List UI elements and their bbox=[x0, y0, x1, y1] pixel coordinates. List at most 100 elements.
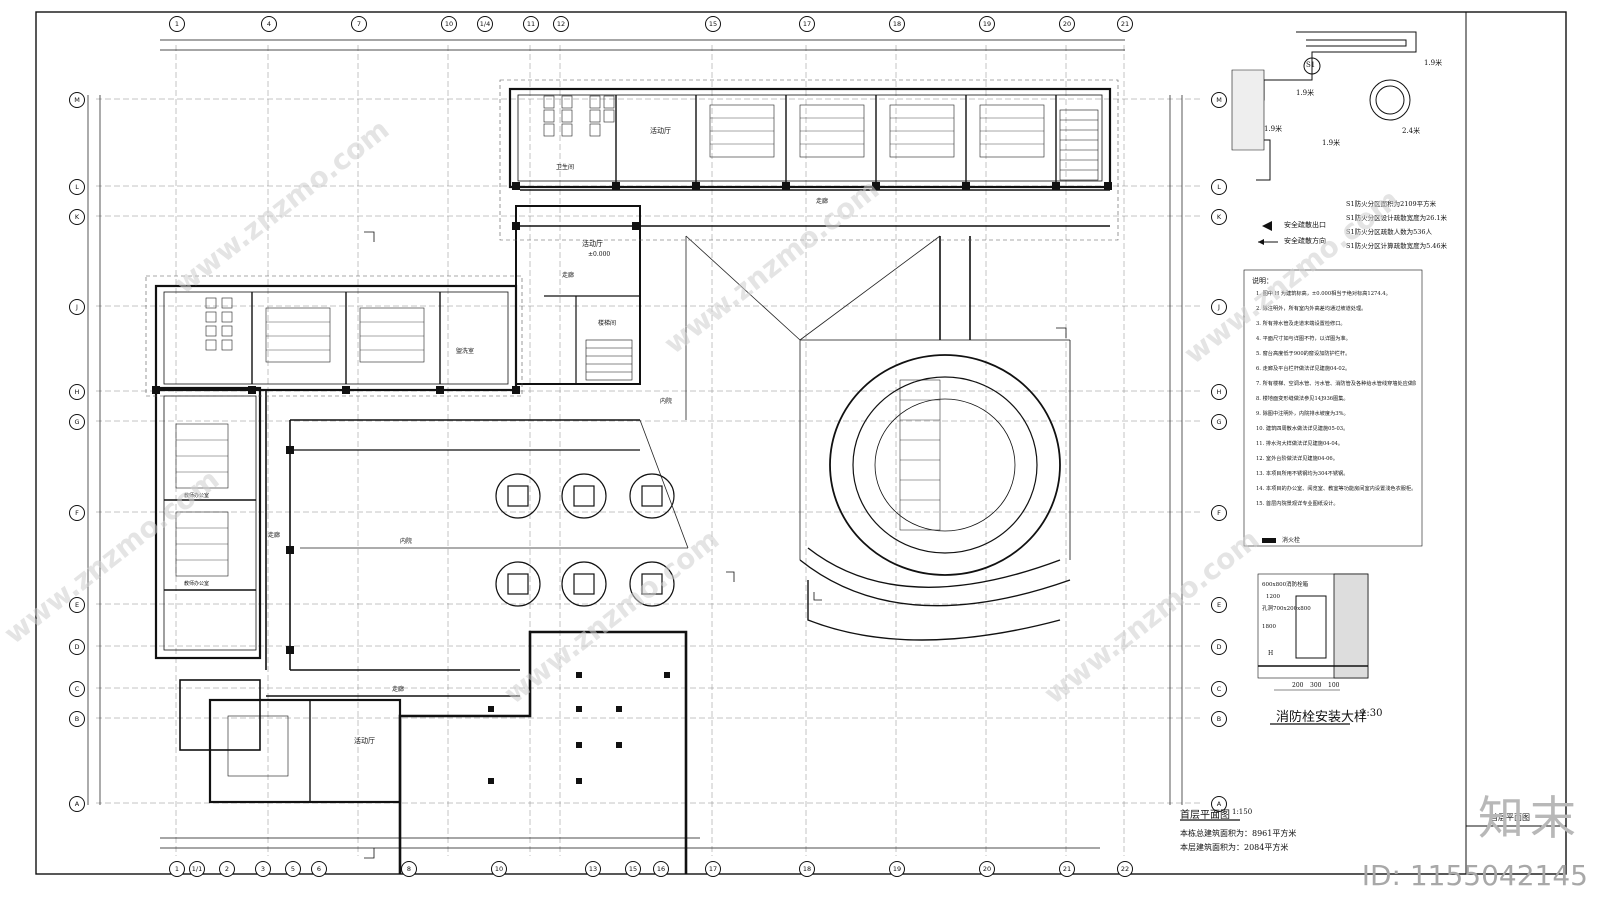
axis-top-1: 4 bbox=[261, 16, 277, 32]
axis-left-J: J bbox=[69, 299, 85, 315]
detail-title: 消防栓安装大样 bbox=[1276, 710, 1368, 725]
axis-left-D: D bbox=[69, 639, 85, 655]
zone-dim-3: 1.9米 bbox=[1264, 125, 1283, 133]
axis-top-8: 17 bbox=[799, 16, 815, 32]
room-activity-hall-south: 活动厅 bbox=[354, 737, 375, 745]
note-line: 2. 除注明外，所有室内外高差均通过坡道处理。 bbox=[1256, 306, 1367, 312]
note-line: 4. 平面尺寸如与详图不符，以详图为准。 bbox=[1256, 336, 1351, 342]
section-markers bbox=[364, 231, 1067, 859]
legend-note-1: S1防火分区面积为2109平方米 bbox=[1346, 200, 1437, 208]
axis-bottom-16: 22 bbox=[1117, 861, 1133, 877]
axis-top-5: 11 bbox=[523, 16, 539, 32]
axis-bottom-15: 21 bbox=[1059, 861, 1075, 877]
note-line: 13. 本项目所用不锈钢均为304不锈钢。 bbox=[1256, 471, 1349, 477]
legend-note-4: S1防火分区计算疏散宽度为5.46米 bbox=[1346, 242, 1448, 250]
room-elevation-central: ±0.000 bbox=[588, 251, 611, 258]
legend-note-2: S1防火分区设计疏散宽度为26.1米 bbox=[1346, 214, 1448, 222]
note-line: 5. 窗台高度低于900的窗设加防护栏杆。 bbox=[1256, 351, 1351, 357]
note-line: 8. 楼地面变形缝做法参见14J936图集。 bbox=[1256, 396, 1349, 402]
zone-dim-2: 1.9米 bbox=[1296, 89, 1315, 97]
north-classroom-desks bbox=[709, 104, 1045, 158]
zone-label: S1 bbox=[1306, 61, 1316, 69]
axis-bottom-13: 19 bbox=[889, 861, 905, 877]
room-office-1: 教师办公室 bbox=[184, 493, 210, 499]
room-corridor-west: 走廊 bbox=[268, 532, 281, 539]
note-line: 6. 走廊及平台栏杆做法详见建施04-02。 bbox=[1256, 366, 1351, 372]
axis-right-H: H bbox=[1211, 384, 1227, 400]
note-line: 1. 图中 H 为建筑标高，±0.000相当于绝对标高1274.4。 bbox=[1256, 291, 1391, 297]
axis-left-L: L bbox=[69, 179, 85, 195]
axis-right-C: C bbox=[1211, 681, 1227, 697]
west-toilets bbox=[205, 297, 233, 351]
axis-bottom-11: 17 bbox=[705, 861, 721, 877]
axis-top-10: 19 bbox=[979, 16, 995, 32]
axis-bottom-9: 15 bbox=[625, 861, 641, 877]
detail-label-hole: 孔洞700x200x800 bbox=[1262, 606, 1311, 612]
axis-top-2: 7 bbox=[351, 16, 367, 32]
note-line: 12. 室外台阶做法详见建施04-06。 bbox=[1256, 456, 1338, 462]
hydrant-detail-drawing bbox=[1257, 573, 1369, 691]
axis-bottom-5: 6 bbox=[311, 861, 327, 877]
south-podium bbox=[398, 630, 688, 874]
axis-left-H: H bbox=[69, 384, 85, 400]
room-courtyard-west: 内院 bbox=[400, 538, 413, 545]
drawing-total-area: 本栋总建筑面积为：8961平方米 bbox=[1180, 829, 1297, 838]
axis-right-K: K bbox=[1211, 209, 1227, 225]
axis-top-0: 1 bbox=[169, 16, 185, 32]
sheet-title: 首层平面图 bbox=[1490, 813, 1530, 822]
note-line: 14. 本项目的办公室、阅览室、教室等功能房间室内设置浅色衣服柜。 bbox=[1256, 486, 1416, 492]
axis-bottom-12: 18 bbox=[799, 861, 815, 877]
detail-label-1800: 1800 bbox=[1262, 624, 1276, 630]
axis-left-C: C bbox=[69, 681, 85, 697]
axis-top-4: 1/4 bbox=[477, 16, 493, 32]
detail-label-box: 600x800消防栓箱 bbox=[1262, 582, 1309, 588]
axis-top-11: 20 bbox=[1059, 16, 1075, 32]
hydrant-legend-label: 消火栓 bbox=[1282, 537, 1301, 544]
room-corridor-central: 走廊 bbox=[562, 272, 575, 279]
detail-scale: 1:30 bbox=[1360, 708, 1383, 719]
dimension-lines bbox=[87, 39, 1183, 849]
room-activity-hall-north: 活动厅 bbox=[650, 127, 671, 135]
axis-right-D: D bbox=[1211, 639, 1227, 655]
site-boundary bbox=[499, 79, 1119, 241]
axis-bottom-10: 16 bbox=[653, 861, 669, 877]
notes-box bbox=[1243, 269, 1423, 547]
axis-right-G: G bbox=[1211, 414, 1227, 430]
drawing-scale: 1:150 bbox=[1232, 808, 1253, 816]
axis-bottom-0: 1 bbox=[169, 861, 185, 877]
axis-bottom-2: 2 bbox=[219, 861, 235, 877]
hydrant-legend-symbol bbox=[1262, 538, 1276, 543]
central-block bbox=[515, 205, 641, 385]
notes-heading: 说明： bbox=[1252, 277, 1273, 285]
podium-columns bbox=[488, 672, 670, 784]
axis-right-F: F bbox=[1211, 505, 1227, 521]
axis-top-12: 21 bbox=[1117, 16, 1133, 32]
legend-exit: 安全疏散出口 bbox=[1284, 221, 1326, 229]
zone-dim-1: 1.9米 bbox=[1424, 59, 1443, 67]
axis-top-7: 15 bbox=[705, 16, 721, 32]
courtyard-planters bbox=[495, 473, 675, 607]
axis-left-F: F bbox=[69, 505, 85, 521]
west-classroom-desks bbox=[175, 307, 425, 577]
room-activity-hall-central: 活动厅 bbox=[582, 240, 603, 248]
room-stair: 楼梯间 bbox=[598, 320, 617, 327]
axis-bottom-4: 5 bbox=[285, 861, 301, 877]
axis-left-G: G bbox=[69, 414, 85, 430]
axis-right-M: M bbox=[1211, 92, 1227, 108]
zone-dim-5: 2.4米 bbox=[1402, 127, 1421, 135]
axis-top-3: 10 bbox=[441, 16, 457, 32]
notes-list: 1. 图中 H 为建筑标高，±0.000相当于绝对标高1274.4。 2. 除注明… bbox=[1256, 290, 1416, 515]
room-toilet: 卫生间 bbox=[556, 164, 575, 171]
legend-note-3: S1防火分区疏散人数为536人 bbox=[1346, 228, 1432, 236]
brand-id: ID: 1155042145 bbox=[1361, 859, 1588, 892]
note-line: 15. 首层内院景观详专业图纸设计。 bbox=[1256, 501, 1339, 507]
axis-top-9: 18 bbox=[889, 16, 905, 32]
room-corridor-south: 走廊 bbox=[392, 686, 405, 693]
auditorium bbox=[799, 236, 1071, 641]
fire-zone-diagram bbox=[1231, 31, 1417, 181]
note-line: 10. 建筑四周散水做法详见建施05-03。 bbox=[1256, 426, 1349, 432]
axis-bottom-7: 10 bbox=[491, 861, 507, 877]
note-line: 7. 所有楼梯、空调水管、污水管、消防管及各种给水管线穿墙处应做防水处理。 bbox=[1256, 381, 1416, 387]
axis-right-B: B bbox=[1211, 711, 1227, 727]
